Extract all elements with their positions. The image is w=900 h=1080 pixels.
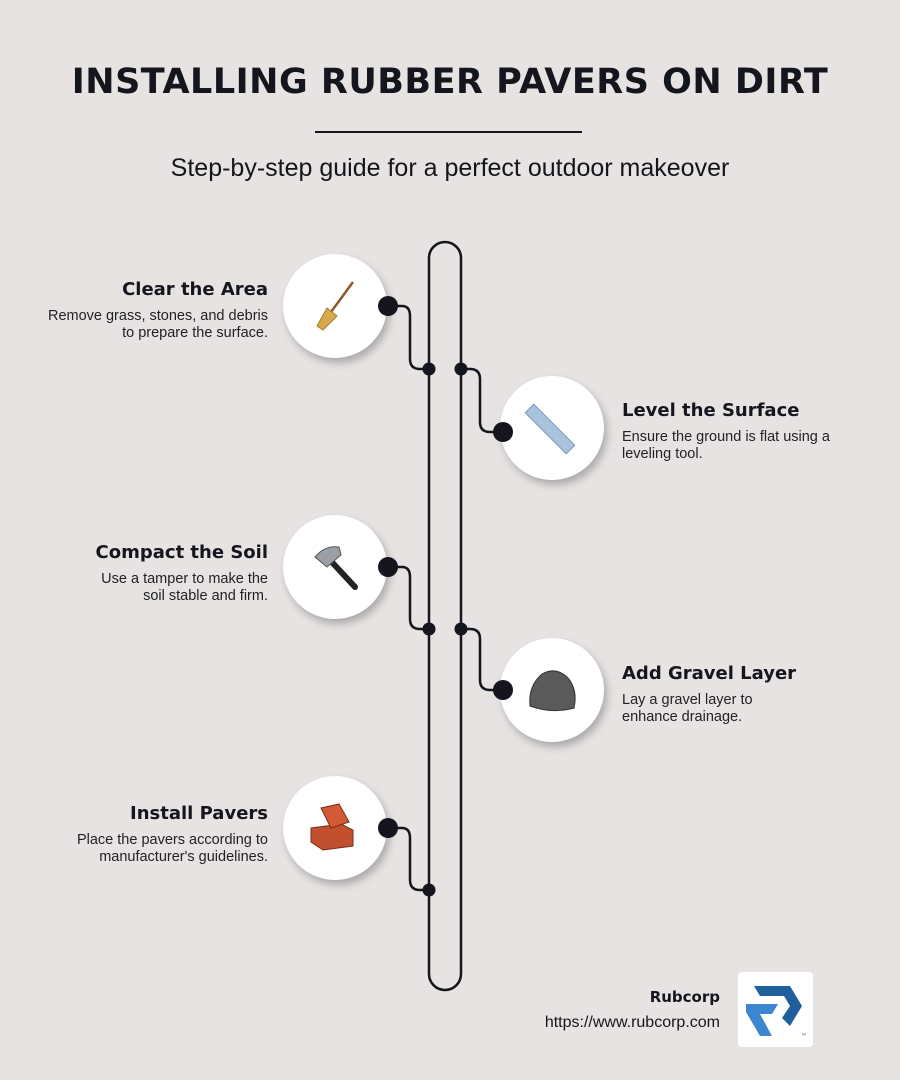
footer-brand: Rubcorp https://www.rubcorp.com bbox=[545, 988, 720, 1032]
company-url[interactable]: https://www.rubcorp.com bbox=[544, 1014, 720, 1031]
step-description: Use a tamper to make the soil stable and… bbox=[101, 571, 268, 604]
title-divider bbox=[315, 131, 582, 133]
step-1: Clear the Area Remove grass, stones, and… bbox=[38, 279, 268, 342]
svg-text:™: ™ bbox=[801, 1033, 807, 1040]
step-description: Ensure the ground is flat using a leveli… bbox=[622, 429, 830, 462]
step-description: Lay a gravel layer to enhance drainage. bbox=[622, 692, 753, 725]
company-name: Rubcorp bbox=[649, 988, 720, 1006]
rock-icon bbox=[529, 670, 576, 712]
step-3-icon-circle bbox=[283, 515, 387, 619]
step-3: Compact the Soil Use a tamper to make th… bbox=[38, 542, 268, 605]
step-title: Add Gravel Layer bbox=[622, 663, 797, 684]
step-1-icon-circle bbox=[283, 254, 387, 358]
step-description: Place the pavers according to manufactur… bbox=[76, 832, 268, 865]
step-4-icon-circle bbox=[500, 638, 604, 742]
company-logo: ™ bbox=[738, 972, 813, 1047]
rubcorp-logo-icon: ™ bbox=[746, 986, 807, 1040]
step-5: Install Pavers Place the pavers accordin… bbox=[38, 803, 268, 866]
step-title: Level the Surface bbox=[622, 400, 800, 421]
level-tool-icon bbox=[524, 403, 576, 455]
step-title: Clear the Area bbox=[122, 279, 268, 300]
broom-icon bbox=[316, 281, 355, 331]
step-title: Compact the Soil bbox=[95, 542, 268, 563]
hammer-icon bbox=[314, 546, 358, 590]
step-5-icon-circle bbox=[283, 776, 387, 880]
step-4: Add Gravel Layer Lay a gravel layer to e… bbox=[622, 663, 812, 726]
page-title: INSTALLING RUBBER PAVERS ON DIRT bbox=[71, 62, 829, 102]
page-subtitle: Step-by-step guide for a perfect outdoor… bbox=[170, 154, 730, 182]
step-description: Remove grass, stones, and debris to prep… bbox=[47, 308, 268, 341]
bricks-icon bbox=[310, 803, 354, 851]
step-2: Level the Surface Ensure the ground is f… bbox=[622, 400, 832, 463]
step-2-icon-circle bbox=[500, 376, 604, 480]
step-title: Install Pavers bbox=[130, 803, 268, 824]
